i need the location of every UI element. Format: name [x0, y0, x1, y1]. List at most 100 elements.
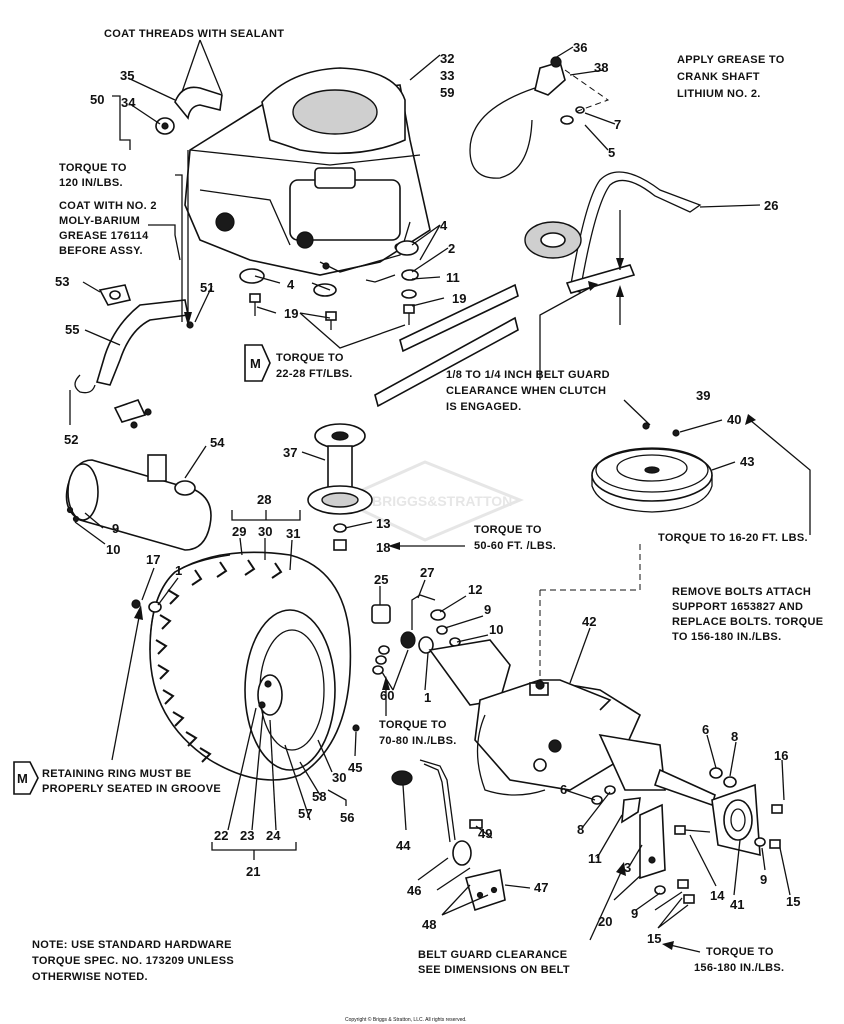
part-number: 16: [774, 748, 788, 763]
part-number: 6: [560, 782, 567, 797]
note-grease-2: CRANK SHAFT: [677, 71, 760, 83]
exhaust-pipe: [74, 284, 194, 429]
part-number: 11: [588, 851, 602, 866]
transmission: [428, 540, 716, 807]
clutch-spring-washer: [524, 221, 582, 259]
note-moly-2: MOLY-BARIUM: [59, 215, 140, 227]
part-number: 15: [786, 894, 800, 909]
note-torque-2228-2: 22-28 FT/LBS.: [276, 368, 353, 380]
part-number: 50: [90, 92, 104, 107]
note-torque-156-1: TORQUE TO: [706, 946, 774, 958]
watermark-text: BRIGGS&STRATTON: [372, 493, 512, 509]
part-number: 44: [396, 838, 411, 853]
part-number: 9: [631, 906, 638, 921]
note-belt-guard-2: CLEARANCE WHEN CLUTCH: [446, 385, 606, 397]
note-torque-156-2: 156-180 IN./LBS.: [694, 962, 784, 974]
part-number: 39: [696, 388, 710, 403]
note-remove-bolts-1: REMOVE BOLTS ATTACH: [672, 586, 811, 598]
note-grease-3: LITHIUM NO. 2.: [677, 88, 761, 100]
part-number: 9: [484, 602, 491, 617]
part-number: 40: [727, 412, 741, 427]
part-number: 1: [175, 563, 182, 578]
part-number: 31: [286, 526, 300, 541]
part-number: 2: [448, 241, 455, 256]
note-torque-2228-1: TORQUE TO: [276, 352, 344, 364]
note-torque-5060-1: TORQUE TO: [474, 524, 542, 536]
drive-belt: [565, 171, 702, 294]
part-number: 35: [120, 68, 134, 83]
note-moly-3: GREASE 176114: [59, 230, 149, 242]
transmission-hardware: [591, 767, 783, 904]
m-symbol-upper: M: [244, 344, 271, 382]
part-number: 4: [440, 218, 448, 233]
part-number: 56: [340, 810, 354, 825]
part-number: 60: [380, 688, 394, 703]
part-number: 32: [440, 51, 454, 66]
part-number: 38: [594, 60, 608, 75]
note-standard-3: OTHERWISE NOTED.: [32, 971, 148, 983]
part-number: 11: [446, 270, 460, 285]
part-number: 23: [240, 828, 254, 843]
note-remove-bolts-2: SUPPORT 1653827 AND: [672, 601, 803, 613]
note-moly-4: BEFORE ASSY.: [59, 245, 143, 257]
part-number: 6: [702, 722, 709, 737]
part-number: 30: [332, 770, 346, 785]
rear-tire: [149, 551, 352, 781]
part-number: 47: [534, 880, 548, 895]
transmission-pulley: [591, 422, 713, 513]
part-number: 19: [452, 291, 466, 306]
engine-pulley: [307, 423, 373, 551]
part-number: 22: [214, 828, 228, 843]
part-number: 24: [266, 828, 281, 843]
part-number: 13: [376, 516, 390, 531]
note-retaining-2: PROPERLY SEATED IN GROOVE: [42, 783, 221, 795]
part-number: 27: [420, 565, 434, 580]
notes: COAT THREADS WITH SEALANT APPLY GREASE T…: [32, 28, 823, 1023]
part-number: 55: [65, 322, 79, 337]
part-number: 10: [489, 622, 503, 637]
part-number-labels: 50 35 34 32 33 59 36 38 7 5 26 4 2 11 19…: [55, 40, 800, 946]
part-number: 52: [64, 432, 78, 447]
part-number: 54: [210, 435, 225, 450]
part-number: 42: [582, 614, 596, 629]
part-number: 20: [598, 914, 612, 929]
part-number: 19: [284, 306, 298, 321]
note-coat-threads: COAT THREADS WITH SEALANT: [104, 28, 284, 40]
torque-arrows: [111, 150, 811, 953]
part-number: 48: [422, 917, 436, 932]
part-number: 41: [730, 897, 744, 912]
note-standard-1: NOTE: USE STANDARD HARDWARE: [32, 939, 232, 951]
part-number: 49: [478, 826, 492, 841]
part-number: 43: [740, 454, 754, 469]
copyright: Copyright © Briggs & Stratton, LLC. All …: [345, 1016, 467, 1023]
note-moly-1: COAT WITH NO. 2: [59, 200, 157, 212]
note-remove-bolts-3: REPLACE BOLTS. TORQUE: [672, 616, 823, 628]
engine-bolts: [249, 293, 415, 330]
oil-drain-elbow: [155, 86, 223, 135]
part-number: 26: [764, 198, 778, 213]
part-number: 57: [298, 806, 312, 821]
part-number: 21: [246, 864, 260, 879]
part-number: 9: [112, 521, 119, 536]
m-symbol-lower: M: [13, 761, 39, 795]
note-torque-7080-2: 70-80 IN./LBS.: [379, 735, 457, 747]
note-torque-120-2: 120 IN/LBS.: [59, 177, 123, 189]
part-number: 30: [258, 524, 272, 539]
note-retaining-1: RETAINING RING MUST BE: [42, 768, 191, 780]
throttle-cable: [469, 56, 610, 179]
part-number: 45: [348, 760, 362, 775]
part-number: 7: [614, 117, 621, 132]
part-number: 1: [424, 690, 431, 705]
part-number: 5: [608, 145, 615, 160]
part-number: 37: [283, 445, 297, 460]
part-number: 15: [647, 931, 661, 946]
note-belt-guard-dim-2: SEE DIMENSIONS ON BELT: [418, 964, 570, 976]
engine-washers: [239, 240, 419, 299]
leader-lines: [69, 39, 791, 929]
part-number: 28: [257, 492, 271, 507]
part-number: 14: [710, 888, 725, 903]
note-belt-guard-1: 1/8 TO 1/4 INCH BELT GUARD: [446, 369, 610, 381]
part-number: 8: [731, 729, 738, 744]
watermark: BRIGGS&STRATTON: [336, 460, 524, 542]
